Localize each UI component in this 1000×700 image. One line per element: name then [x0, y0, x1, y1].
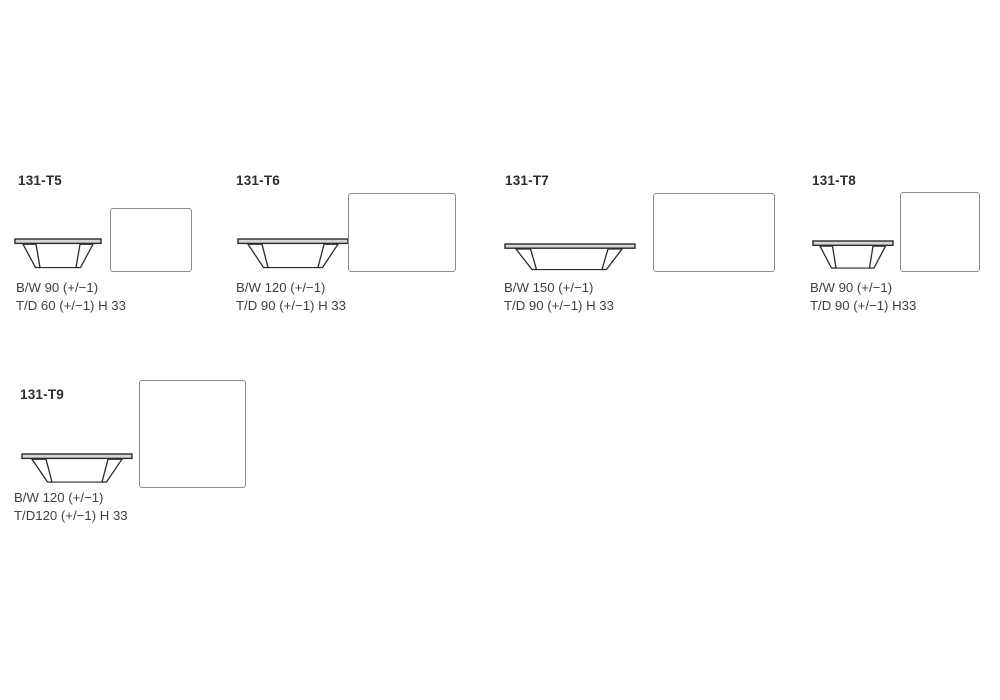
top-view-outline-131-t7 — [653, 193, 775, 272]
dimension-line-width: B/W 150 (+/−1) — [504, 280, 594, 295]
side-view-drawing-131-t9 — [21, 453, 133, 489]
dimension-caption-131-t9: B/W 120 (+/−1) T/D120 (+/−1) H 33 — [14, 489, 128, 524]
side-view-drawing-131-t7 — [504, 243, 636, 277]
top-view-outline-131-t8 — [900, 192, 980, 272]
dimension-line-depth-height: T/D 90 (+/−1) H33 — [810, 297, 917, 313]
dimension-caption-131-t6: B/W 120 (+/−1) T/D 90 (+/−1) H 33 — [236, 279, 346, 314]
dimension-line-width: B/W 90 (+/−1) — [810, 280, 893, 295]
top-view-outline-131-t5 — [110, 208, 192, 272]
side-view-drawing-131-t8 — [812, 240, 894, 276]
dimension-line-depth-height: T/D 90 (+/−1) H 33 — [236, 297, 346, 313]
product-code-label: 131-T5 — [18, 173, 62, 188]
dimension-caption-131-t7: B/W 150 (+/−1) T/D 90 (+/−1) H 33 — [504, 279, 614, 314]
product-code-label: 131-T7 — [505, 173, 549, 188]
dimension-line-depth-height: T/D120 (+/−1) H 33 — [14, 507, 128, 523]
dimension-line-depth-height: T/D 60 (+/−1) H 33 — [16, 297, 126, 313]
dimension-line-depth-height: T/D 90 (+/−1) H 33 — [504, 297, 614, 313]
side-view-drawing-131-t5 — [14, 238, 102, 276]
dimension-caption-131-t5: B/W 90 (+/−1) T/D 60 (+/−1) H 33 — [16, 279, 126, 314]
top-view-outline-131-t6 — [348, 193, 456, 272]
dimension-line-width: B/W 120 (+/−1) — [14, 490, 104, 505]
product-code-label: 131-T9 — [20, 387, 64, 402]
product-code-label: 131-T8 — [812, 173, 856, 188]
dimension-line-width: B/W 90 (+/−1) — [16, 280, 99, 295]
top-view-outline-131-t9 — [139, 380, 246, 488]
side-view-drawing-131-t6 — [237, 238, 349, 276]
dimension-caption-131-t8: B/W 90 (+/−1) T/D 90 (+/−1) H33 — [810, 279, 916, 314]
dimension-line-width: B/W 120 (+/−1) — [236, 280, 326, 295]
product-code-label: 131-T6 — [236, 173, 280, 188]
